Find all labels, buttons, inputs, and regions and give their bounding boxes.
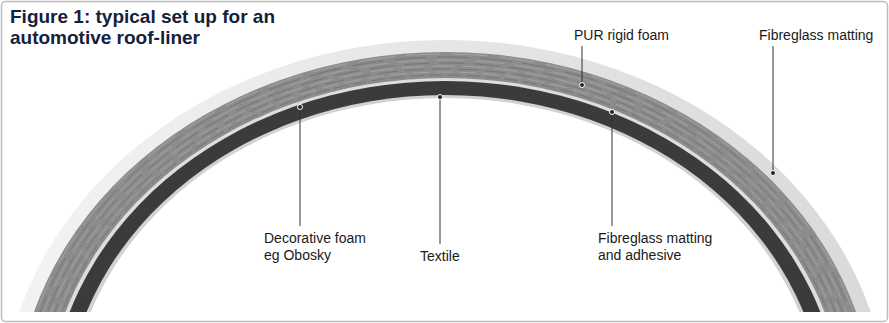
part-label: Textile (418, 248, 482, 265)
leader-dot (580, 83, 585, 88)
foam-texture-stroke (42, 75, 848, 312)
part-label: Fibreglass matting and adhesive (596, 230, 730, 264)
foam-texture-stroke (24, 60, 865, 312)
layer-stack (1, 40, 889, 312)
figure-title: Figure 1: typical set up for an automoti… (10, 6, 330, 48)
part-label: PUR rigid foam (572, 27, 706, 44)
leader-dot (438, 95, 443, 100)
pur-foam-layer (15, 52, 875, 312)
foam-texture-stroke (21, 57, 869, 312)
foam-texture (17, 54, 872, 312)
leader-line (612, 112, 613, 226)
foam-texture-stroke (28, 63, 862, 312)
leader-line (582, 46, 583, 85)
fibreglass-outer-layer (1, 40, 889, 312)
foam-texture-stroke (31, 66, 858, 312)
leader-dot (771, 171, 776, 176)
leader-dot (298, 105, 303, 110)
part-label: Fibreglass matting (757, 27, 885, 44)
leader-line (300, 107, 301, 226)
leader-line (773, 46, 774, 173)
leader-dots (298, 83, 776, 176)
leader-dot (610, 110, 615, 115)
leader-line (440, 97, 441, 244)
fibreglass-adhesive-layer (45, 78, 845, 312)
foam-texture-stroke (38, 72, 851, 312)
foam-texture-stroke (17, 54, 872, 312)
decorative-foam-layer (49, 81, 841, 312)
part-label: Decorative foam eg Obosky (262, 230, 378, 264)
textile-layer (65, 95, 825, 312)
interior (69, 98, 821, 312)
foam-texture-stroke (35, 69, 855, 312)
leader-lines (300, 46, 773, 244)
